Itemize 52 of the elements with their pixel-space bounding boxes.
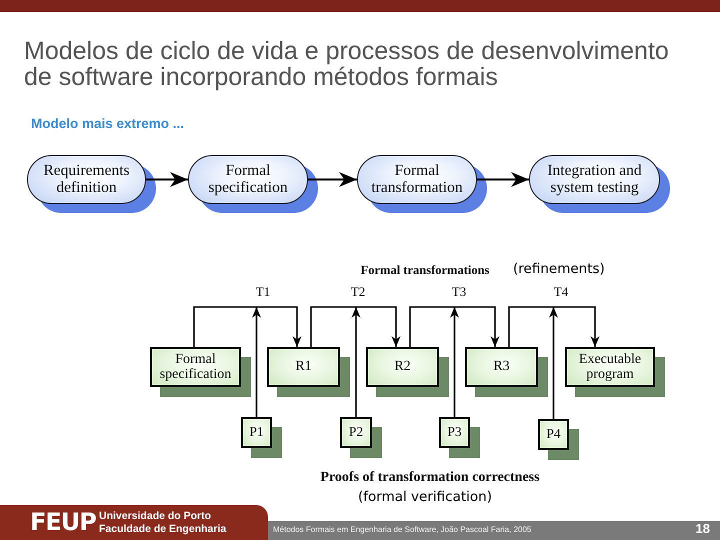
faculty-name: Faculdade de Engenharia: [99, 523, 226, 536]
arrow: [508, 306, 600, 347]
node-label: P2: [348, 425, 364, 440]
arrow: [352, 307, 360, 417]
node-label: Requirements definition: [42, 163, 131, 196]
arrow: [193, 306, 302, 347]
process-pill: [357, 155, 477, 204]
slide-title: Modelos de ciclo de vida e processos de desenvolvimento de software incorporando métodos formais: [24, 38, 670, 90]
school-name: Universidade do Porto: [99, 510, 212, 523]
page-number: 18: [694, 521, 710, 537]
process-box: [565, 347, 655, 387]
subtitle: Modelo mais extremo ...: [31, 116, 184, 132]
node-label: R3: [493, 359, 510, 375]
proof-box: [538, 419, 569, 450]
proof-box: [439, 417, 470, 448]
proof-box: [340, 417, 372, 448]
process-box: [366, 347, 439, 387]
arrow: [252, 307, 261, 417]
process-box: [150, 347, 241, 387]
process-pill: [529, 155, 660, 204]
proof-box: [241, 417, 272, 448]
footer-text: Métodos Formais em Engenharia de Software, João Pascoal Faria, 2005: [273, 525, 532, 535]
section-heading: Formal transformations: [360, 263, 490, 278]
annotation: (formal verification): [357, 489, 493, 506]
node-label: R2: [394, 359, 411, 375]
node-label: R1: [295, 359, 312, 375]
arrow: [146, 172, 188, 187]
node-label: Executable program: [578, 352, 642, 382]
process-box: [267, 347, 340, 387]
process-box: [465, 347, 538, 387]
node-label: P4: [546, 427, 561, 442]
transformation-label: T1: [254, 284, 272, 300]
arrow: [477, 172, 529, 187]
arrow: [409, 306, 500, 347]
node-label: P3: [447, 425, 462, 440]
arrow: [308, 172, 357, 187]
arrow: [310, 306, 400, 347]
arrow: [450, 307, 459, 417]
node-label: Formal specification: [207, 163, 289, 196]
arrow: [549, 307, 558, 419]
node-label: Formal specification: [158, 352, 232, 382]
node-label: Formal transformation: [370, 163, 464, 196]
section-heading: Proofs of transformation correctness: [319, 470, 541, 487]
annotation: (refinements): [513, 261, 605, 278]
node-label: P1: [249, 425, 264, 440]
transformation-label: T3: [450, 284, 468, 300]
transformation-label: T2: [350, 284, 366, 300]
school-acronym: FEUP: [30, 508, 96, 536]
node-label: Integration and system testing: [546, 163, 643, 196]
process-pill: [27, 155, 146, 204]
process-pill: [188, 155, 308, 204]
transformation-label: T4: [552, 284, 570, 300]
